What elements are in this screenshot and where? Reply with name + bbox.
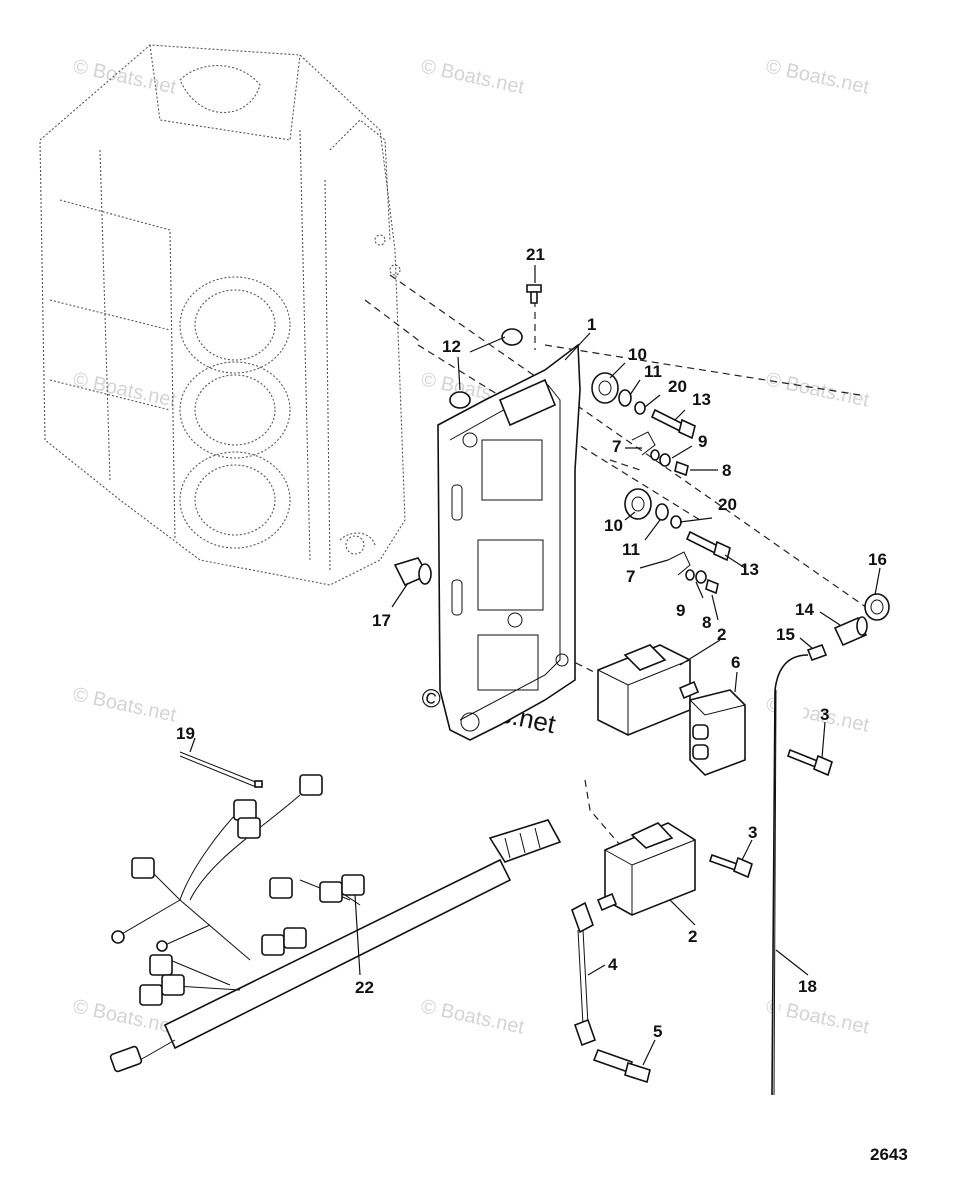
callout-12: 12 xyxy=(442,337,461,356)
callout-9: 9 xyxy=(676,601,685,620)
callout-5: 5 xyxy=(653,1022,662,1041)
screw-21 xyxy=(526,284,542,304)
callout-3: 3 xyxy=(820,705,829,724)
callout-7: 7 xyxy=(626,567,635,586)
watermark: © Boats.net xyxy=(71,368,179,411)
bolts-13 xyxy=(650,408,731,562)
nuts xyxy=(659,453,719,595)
sensor-17 xyxy=(393,557,432,587)
ignition-coil-2-lower xyxy=(596,822,696,916)
callout-10: 10 xyxy=(604,516,623,535)
bolts-3 xyxy=(708,748,833,879)
watermark: © Boats.net xyxy=(71,683,179,726)
callout-15: 15 xyxy=(776,625,795,644)
ground-straps-7 xyxy=(631,431,691,576)
callout-8: 8 xyxy=(702,613,711,632)
callout-13: 13 xyxy=(692,390,711,409)
callout-8: 8 xyxy=(722,461,731,480)
callout-labels: 21 1 12 10 11 20 13 7 9 8 20 10 11 13 7 … xyxy=(176,245,887,1041)
watermark: © Boats.net xyxy=(764,368,872,411)
callout-7: 7 xyxy=(612,437,621,456)
module-6 xyxy=(689,689,746,776)
callout-10: 10 xyxy=(628,345,647,364)
spark-plug-5 xyxy=(592,1048,651,1084)
callout-14: 14 xyxy=(795,600,814,619)
bracket-plate xyxy=(437,343,581,741)
callout-11: 11 xyxy=(622,540,640,559)
callout-4: 4 xyxy=(608,955,618,974)
engine-block xyxy=(39,44,406,586)
diagram-number: 2643 xyxy=(870,1145,908,1164)
watermark: © Boats.net xyxy=(71,55,179,98)
leader-lines xyxy=(189,265,881,1066)
callout-21: 21 xyxy=(526,245,545,264)
callout-22: 22 xyxy=(355,978,374,997)
watermark: © Boats.net xyxy=(419,55,527,98)
callout-19: 19 xyxy=(176,724,195,743)
callout-17: 17 xyxy=(372,611,391,630)
callout-18: 18 xyxy=(798,977,817,996)
washers xyxy=(618,389,695,581)
callout-13: 13 xyxy=(740,560,759,579)
callout-2: 2 xyxy=(717,625,726,644)
callout-16: 16 xyxy=(868,550,887,569)
alignment-lines xyxy=(364,274,871,846)
callout-11: 11 xyxy=(644,362,662,381)
cable-tie-19 xyxy=(179,751,263,788)
callout-2: 2 xyxy=(688,927,697,946)
clip-16 xyxy=(864,593,890,621)
sensor-14 xyxy=(806,616,868,662)
grommets-10 xyxy=(591,372,652,520)
watermark: © Boats.net xyxy=(764,55,872,98)
spark-plug-lead-4 xyxy=(571,901,597,1047)
callout-1: 1 xyxy=(587,315,596,334)
wire-18 xyxy=(771,654,809,1096)
callout-3: 3 xyxy=(748,823,757,842)
callout-6: 6 xyxy=(731,653,740,672)
callout-20: 20 xyxy=(668,377,687,396)
grommets-12 xyxy=(449,328,523,409)
wiring-harness-22 xyxy=(109,774,562,1073)
watermark: © Boats.net xyxy=(419,995,527,1038)
ignition-coil-2-upper xyxy=(597,644,700,736)
watermark: © Boats.net xyxy=(764,995,872,1038)
callout-20: 20 xyxy=(718,495,737,514)
callout-9: 9 xyxy=(698,432,707,451)
